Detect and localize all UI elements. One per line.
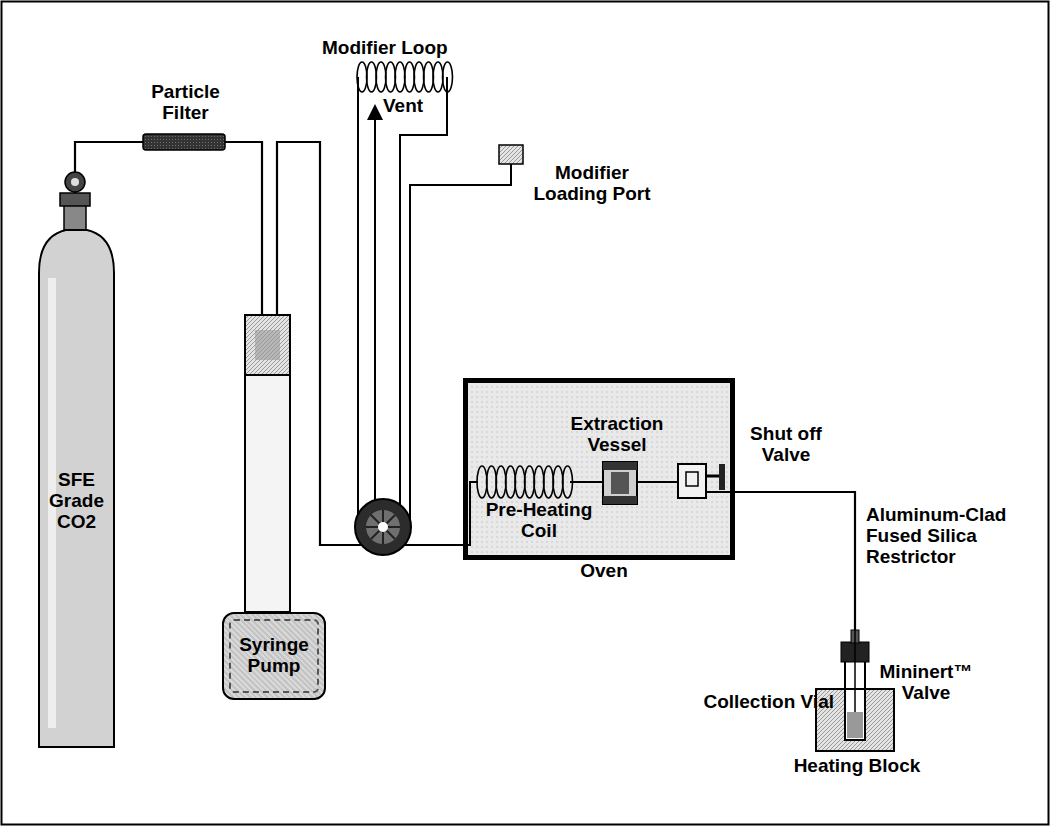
syringe-pump-base: Syringe Pump	[222, 612, 326, 700]
pre-heating-coil	[477, 466, 573, 498]
syringe-pump-column	[245, 315, 290, 612]
part-label: Shut off Valve	[742, 424, 830, 466]
modifier-loop-coil	[357, 62, 453, 92]
part-label: Modifier Loading Port	[526, 163, 658, 205]
collection-vial	[841, 620, 869, 740]
node-label: Oven	[438, 561, 770, 582]
tube-line	[277, 142, 463, 612]
part-label: Modifier Loop	[322, 38, 482, 59]
node-label: Heating Block	[787, 756, 927, 777]
loading-port	[499, 145, 523, 164]
part-label: Pre-Heating Coil	[480, 500, 598, 542]
tube-line	[735, 492, 855, 688]
oven-box: Oven	[463, 378, 735, 560]
shut-off-valve	[678, 464, 725, 498]
gas-cylinder: SFE Grade CO2	[38, 228, 115, 748]
part-label: Aluminum-Clad Fused Silica Restrictor	[866, 505, 1034, 568]
part-label: Extraction Vessel	[562, 414, 672, 456]
particle-filter	[143, 134, 225, 150]
part-label: Collection Vial	[668, 692, 834, 713]
cylinder-valve	[60, 172, 90, 230]
injection-valve	[355, 499, 411, 555]
node-label: SFE Grade CO2	[43, 470, 110, 533]
part-label: Vent	[383, 96, 433, 117]
part-label: Particle Filter	[138, 82, 233, 124]
extraction-vessel	[603, 462, 637, 504]
node-label: Syringe Pump	[232, 635, 316, 677]
oven-fill	[463, 378, 735, 560]
modifier-tubing	[358, 77, 511, 527]
part-label: Mininert™ Valve	[872, 662, 980, 704]
